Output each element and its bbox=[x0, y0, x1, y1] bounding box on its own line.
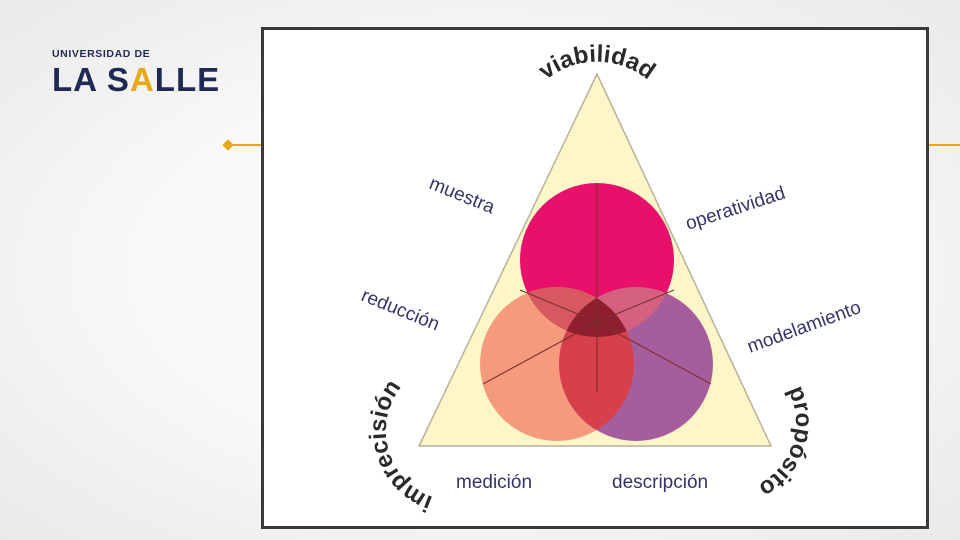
label-descripcion: descripción bbox=[612, 472, 708, 493]
label-operatividad: operatividad bbox=[683, 183, 788, 235]
decorative-line-right bbox=[927, 144, 960, 146]
line-right-lower bbox=[596, 321, 712, 385]
logo-main-part1: LA S bbox=[52, 61, 130, 98]
line-left-upper bbox=[519, 289, 598, 323]
division-lines bbox=[482, 183, 712, 392]
decorative-line-left bbox=[228, 144, 262, 146]
label-muestra: muestra bbox=[426, 173, 498, 218]
logo-main-part2: LLE bbox=[154, 61, 221, 98]
label-modelamiento: modelamiento bbox=[745, 297, 864, 358]
logo-main-accent: A bbox=[129, 61, 155, 98]
label-medicion: medición bbox=[456, 472, 532, 493]
label-reduccion: reducción bbox=[358, 285, 442, 335]
logo-main-text: LA SALLE bbox=[52, 62, 222, 98]
line-left-lower bbox=[482, 321, 598, 385]
line-right-upper bbox=[596, 289, 675, 323]
logo-top-text: UNIVERSIDAD DE bbox=[52, 48, 151, 60]
university-logo: UNIVERSIDAD DE LA SALLE bbox=[52, 48, 222, 98]
